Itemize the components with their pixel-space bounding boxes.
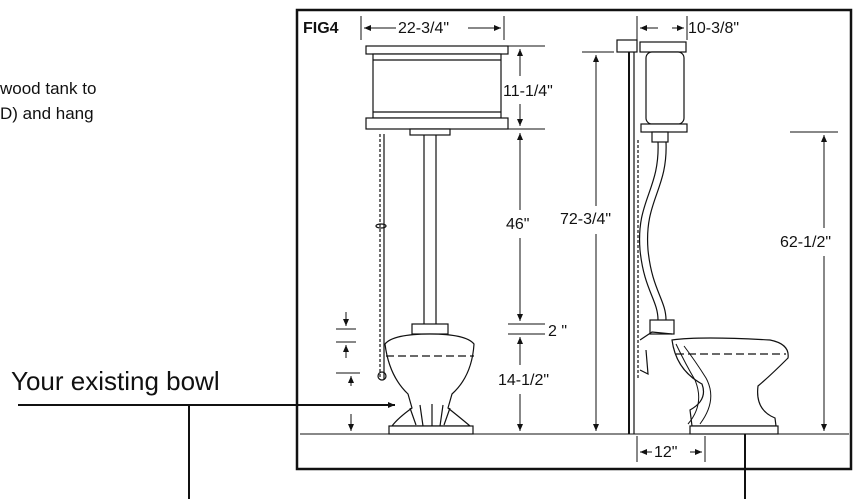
side-dimension-lines: [582, 16, 838, 462]
front-dimension-lines: [336, 16, 545, 431]
tank-height-label: 11-1/4": [503, 83, 553, 100]
instruction-text-line-1: wood tank to: [0, 79, 97, 98]
tank-width-label: 22-3/4": [398, 20, 449, 37]
pipe-length-label: 46": [506, 216, 529, 233]
tank-bottom-height-label: 62-1/2": [780, 234, 831, 251]
tank-depth-label: 10-3/8": [688, 20, 739, 37]
bowl-height-label: 14-1/2": [498, 372, 549, 389]
front-view: [365, 45, 509, 435]
figure-frame: [295, 8, 853, 471]
gap-label: 2 ": [548, 323, 567, 340]
side-view: [616, 39, 789, 435]
rough-in-label: 12": [654, 444, 677, 461]
overall-height-label: 72-3/4": [560, 211, 611, 228]
callout-leader-lines: [18, 402, 748, 499]
instruction-text-line-2: D) and hang: [0, 104, 94, 123]
figure-title: FIG4: [303, 20, 339, 37]
existing-bowl-label: Your existing bowl: [11, 366, 220, 396]
